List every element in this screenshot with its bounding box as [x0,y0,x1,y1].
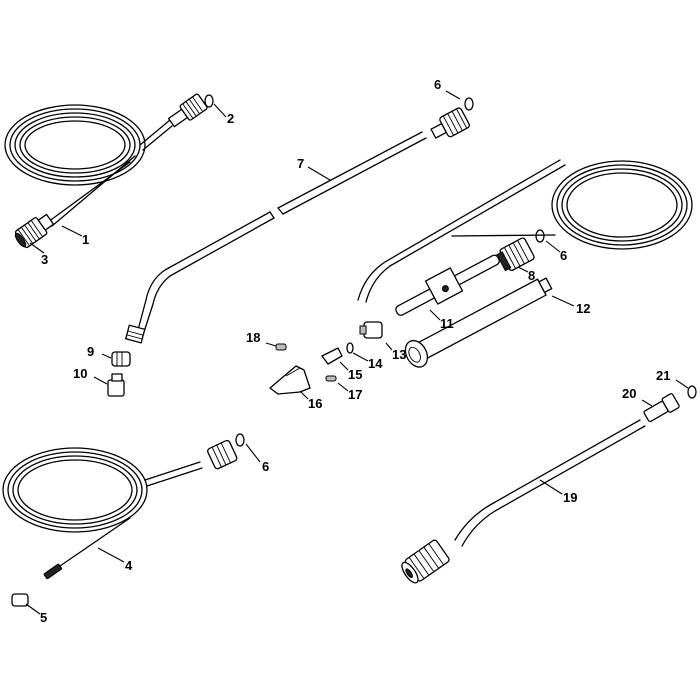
callout-4: 4 [125,558,133,573]
cap-part-5 [11,593,29,607]
knob-part-8 [496,237,535,272]
hose-part-4 [2,439,238,580]
o-ring-part-6-low [235,433,245,447]
callout-16: 16 [308,396,322,411]
callout-7: 7 [297,156,304,171]
callout-2: 2 [227,111,234,126]
callout-13: 13 [392,347,406,362]
screw-part-17 [325,375,337,382]
callout-labels: 1 2 3 4 5 6 6 6 7 8 9 10 11 12 13 14 15 … [40,77,670,625]
pin-part-18 [275,343,287,351]
spray-lance-part-7 [125,107,470,344]
callout-5: 5 [40,610,47,625]
callout-20: 20 [622,386,636,401]
hose-assembly-part-12 [357,159,693,368]
callout-14: 14 [368,356,383,371]
nipple-part-10 [107,373,125,397]
extension-tube-part-19 [401,419,646,584]
callout-17: 17 [348,387,362,402]
nozzle-housing-part-16 [269,365,311,395]
o-ring-part-21 [687,385,697,399]
callout-1: 1 [82,232,89,247]
callout-10: 10 [73,366,87,381]
hose-assembly-part-1 [4,93,208,249]
leader-lines [25,90,689,615]
callout-11: 11 [440,316,454,331]
callout-21: 21 [656,368,670,383]
connector-part-20 [643,393,680,423]
callout-15: 15 [348,367,362,382]
o-ring-part-14 [346,342,354,354]
nut-part-9 [111,351,131,367]
callout-6-mid: 6 [560,248,567,263]
o-ring-part-6-top [464,97,474,111]
callout-6-low: 6 [262,459,269,474]
callout-6-top: 6 [434,77,441,92]
o-ring-part-2 [204,94,214,108]
callout-8: 8 [528,268,535,283]
o-ring-part-6-mid [535,229,545,243]
nozzle-tip-part-15 [321,347,343,365]
callout-19: 19 [563,490,577,505]
callout-12: 12 [576,301,590,316]
callout-3: 3 [41,252,48,267]
nozzle-fitting-part-13 [359,321,383,339]
callout-9: 9 [87,344,94,359]
callout-18: 18 [246,330,260,345]
